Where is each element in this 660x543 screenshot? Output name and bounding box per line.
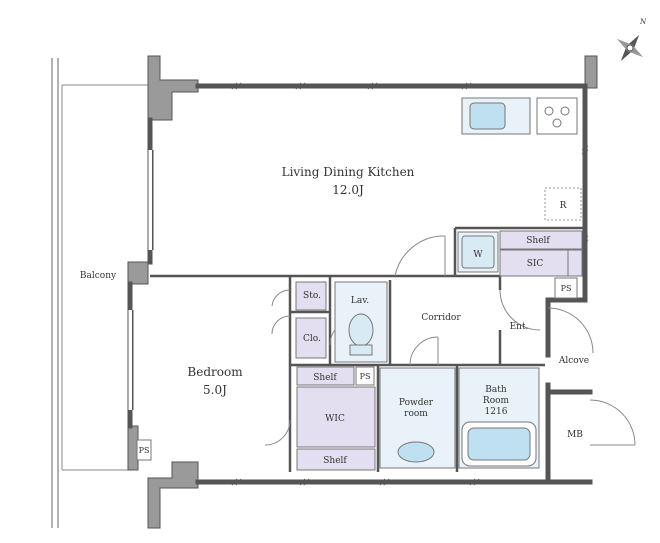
ldk-name: Living Dining Kitchen bbox=[282, 165, 415, 179]
powder-room-line1: Powder bbox=[399, 398, 434, 408]
wic-shelf-bottom-label: Shelf bbox=[323, 456, 347, 466]
wic-shelf-bottom bbox=[296, 448, 376, 471]
labels: Living Dining Kitchen 12.0J Bedroom 5.0J… bbox=[80, 18, 647, 466]
doors bbox=[264, 235, 636, 446]
ldk-size: 12.0J bbox=[332, 183, 364, 197]
fixtures bbox=[348, 97, 582, 467]
powder-room-line2: room bbox=[404, 409, 428, 419]
wall-hatches bbox=[231, 82, 589, 486]
wic-shelf-top bbox=[296, 366, 355, 386]
refrigerator-label: R bbox=[560, 201, 567, 211]
storage-label: Sto. bbox=[303, 291, 321, 301]
balcony-area bbox=[51, 58, 148, 528]
bath-room-line2: Room bbox=[483, 396, 510, 406]
lavatory-label: Lav. bbox=[351, 296, 369, 306]
closet-box bbox=[295, 317, 327, 359]
wic-shelf-top-label: Shelf bbox=[313, 373, 337, 383]
mb-label: MB bbox=[567, 430, 583, 440]
wic-box bbox=[296, 386, 376, 448]
storage-fills bbox=[295, 230, 583, 471]
balcony-label: Balcony bbox=[80, 271, 117, 281]
ps-wic-label: PS bbox=[360, 372, 371, 381]
compass-icon bbox=[616, 34, 644, 62]
compass-north-label: N bbox=[639, 18, 647, 26]
exterior-walls bbox=[127, 83, 593, 485]
sic-shelf bbox=[499, 230, 583, 250]
sic-box bbox=[499, 249, 569, 277]
storage-box bbox=[295, 281, 327, 311]
sic-label: SIC bbox=[527, 259, 544, 269]
sic-shelf-label: Shelf bbox=[526, 236, 550, 246]
ps-entrance-label: PS bbox=[561, 284, 572, 293]
washer-label: W bbox=[473, 250, 483, 260]
ps-boxes bbox=[136, 277, 578, 461]
bath-room-line1: Bath bbox=[485, 385, 507, 395]
window-marks bbox=[127, 150, 154, 410]
interior-walls bbox=[150, 226, 585, 472]
entrance-label: Ent. bbox=[510, 322, 529, 332]
ps-bedroom-label: PS bbox=[139, 446, 150, 455]
bedroom-name: Bedroom bbox=[187, 365, 243, 379]
wic-label: WIC bbox=[325, 414, 345, 424]
structural-walls bbox=[127, 55, 598, 529]
closet-label: Clo. bbox=[303, 334, 321, 344]
alcove-label: Alcove bbox=[558, 356, 589, 366]
corridor-label: Corridor bbox=[421, 313, 461, 323]
bedroom-size: 5.0J bbox=[203, 383, 227, 397]
bath-room-line3: 1216 bbox=[485, 407, 508, 417]
